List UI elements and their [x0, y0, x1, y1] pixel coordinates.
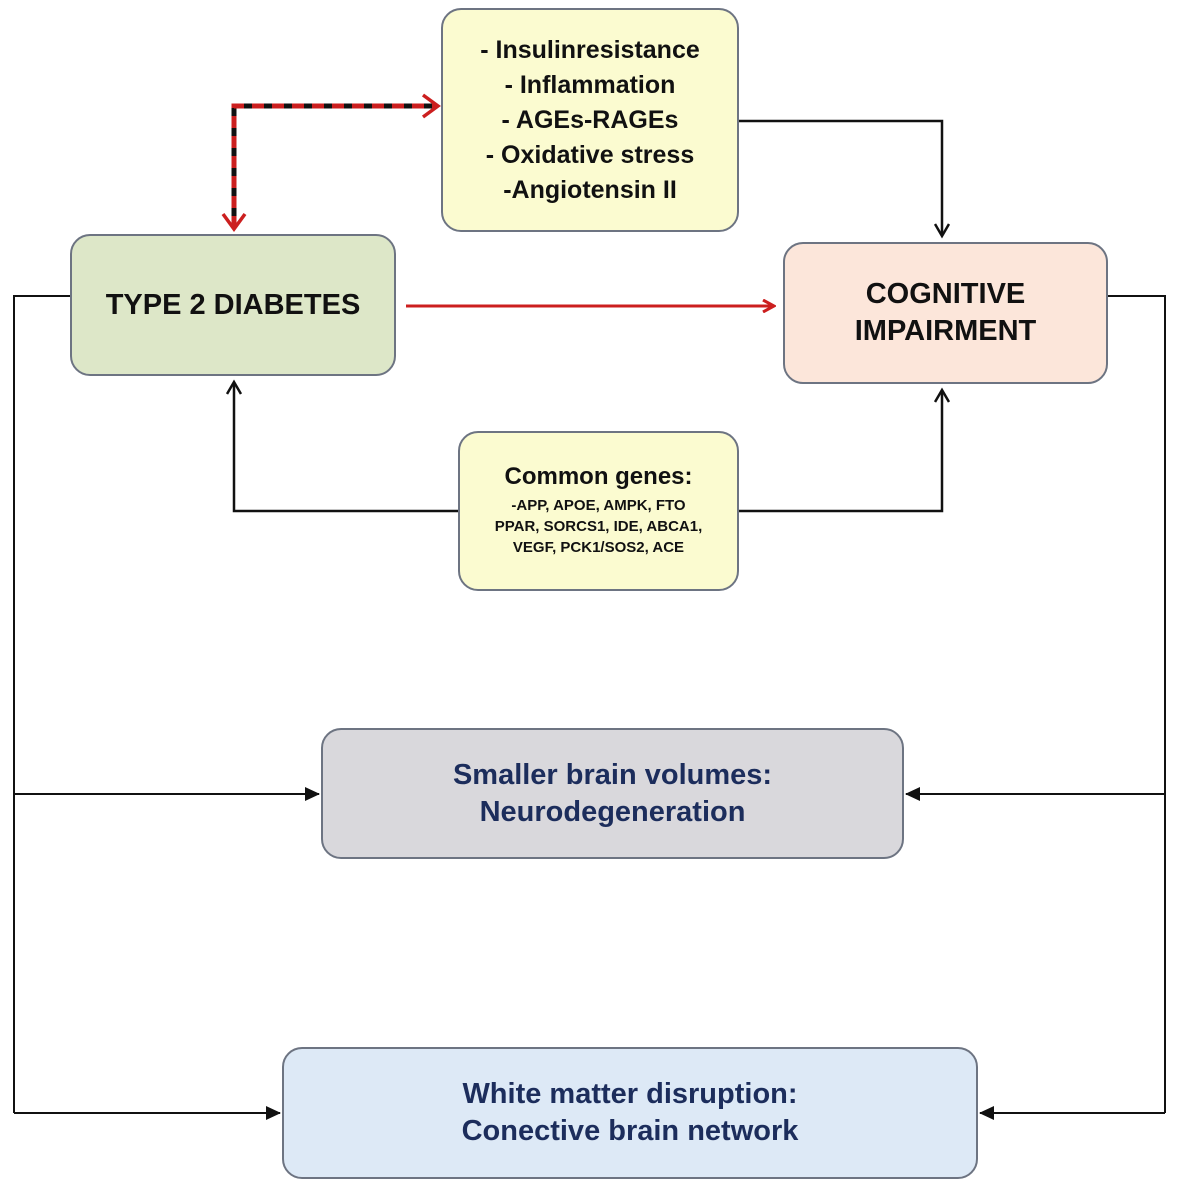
t2d-left-bus-line [13, 295, 70, 1113]
common-genes-box: Common genes: -APP, APOE, AMPK, FTO PPAR… [458, 431, 739, 591]
cognitive-impairment-box: COGNITIVE IMPAIRMENT [783, 242, 1108, 384]
mechanisms-to-cognitive-arrow [739, 119, 942, 236]
common-genes-line: VEGF, PCK1/SOS2, ACE [512, 538, 685, 556]
mechanism-item: -Angiotensin II [503, 175, 677, 204]
brain-volumes-box: Smaller brain volumes: Neurodegeneration [321, 728, 904, 859]
white-matter-line2: Conective brain network [461, 1115, 799, 1147]
cognitive-right-bus-line [1108, 295, 1166, 1113]
type2-diabetes-label: TYPE 2 DIABETES [105, 288, 361, 321]
white-matter-line1: White matter disruption: [462, 1078, 798, 1110]
common-genes-line: -APP, APOE, AMPK, FTO [511, 496, 686, 514]
mechanism-item: - AGEs-RAGEs [501, 105, 679, 134]
mechanism-item: - Insulinresistance [480, 35, 700, 64]
mechanism-item: - Inflammation [504, 70, 676, 99]
cognitive-impairment-line2: IMPAIRMENT [854, 315, 1037, 347]
type2-diabetes-box: TYPE 2 DIABETES [70, 234, 396, 376]
t2d-mechanisms-bidirectional-arrow [221, 93, 441, 232]
mechanisms-box: - Insulinresistance - Inflammation - AGE… [441, 8, 739, 232]
cognitive-impairment-line1: COGNITIVE [865, 278, 1026, 310]
genes-to-cognitive-arrow [739, 390, 942, 513]
white-matter-box: White matter disruption: Conective brain… [282, 1047, 978, 1179]
common-genes-line: PPAR, SORCS1, IDE, ABCA1, [494, 517, 703, 535]
mechanism-item: - Oxidative stress [485, 140, 695, 169]
common-genes-heading: Common genes: [504, 462, 693, 490]
brain-volumes-line1: Smaller brain volumes: [452, 758, 773, 791]
brain-volumes-line2: Neurodegeneration [479, 795, 746, 828]
genes-to-t2d-arrow [234, 382, 458, 513]
